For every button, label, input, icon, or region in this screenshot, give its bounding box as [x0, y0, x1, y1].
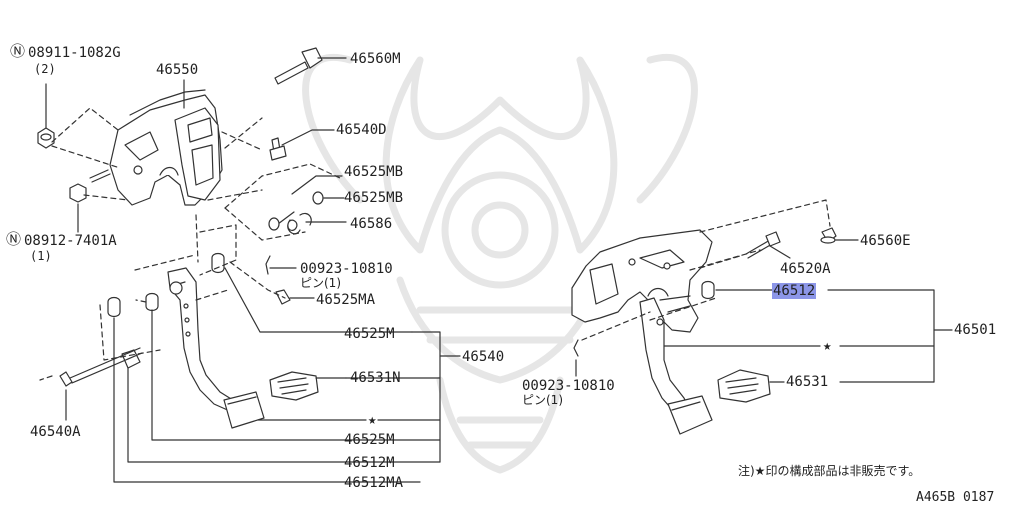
spring-46586	[277, 211, 312, 235]
bolt-46560M	[274, 47, 323, 85]
label-46531N: 46531N	[350, 370, 401, 386]
label-pin-right: ピン(1)	[522, 393, 563, 407]
label-46525MB-1: 46525MB	[344, 164, 404, 180]
nut-08911	[37, 127, 55, 149]
bushing-46525MB	[268, 191, 324, 231]
clip-46512MA	[121, 349, 141, 369]
bolt-46540D	[269, 137, 287, 161]
pin-00923-left	[265, 255, 271, 275]
n-mark-symbol: Ⓝ	[10, 42, 26, 60]
samurai-helmet-crest-watermark	[302, 54, 698, 474]
figure-code: A465B 0187	[916, 490, 995, 505]
label-46525MB-2: 46525MB	[344, 190, 404, 206]
label-pin-left: ピン(1)	[300, 276, 341, 290]
label-08912-7401A: 08912-7401A	[24, 233, 117, 249]
clutch-pedal-46540	[167, 267, 265, 429]
label-00923-10810-right: 00923-10810	[522, 378, 615, 394]
pin-00923-right	[573, 339, 579, 357]
footnote-not-for-sale: 注)★印の構成部品は非販売です。	[738, 464, 921, 478]
label-46525M-2: 46525M	[344, 432, 395, 448]
leader-lines-right	[575, 239, 953, 383]
label-08911-1082G: 08911-1082G	[28, 45, 121, 61]
label-00923-10810-left: 00923-10810	[300, 261, 393, 277]
assembly-lines-left	[39, 107, 341, 381]
bushing-46512	[701, 280, 715, 300]
label-08912-qty: (1)	[30, 249, 52, 263]
label-46540: 46540	[462, 349, 505, 365]
label-46525MA: 46525MA	[316, 292, 376, 308]
label-46540A: 46540A	[30, 424, 81, 440]
label-46512M: 46512M	[344, 455, 395, 471]
label-46586: 46586	[350, 216, 393, 232]
label-08911-qty: (2)	[34, 62, 56, 76]
bolt-46540A	[59, 347, 143, 387]
pedal-pad-46531N	[269, 371, 319, 401]
label-46560E: 46560E	[860, 233, 911, 249]
bracket-46550	[109, 89, 223, 206]
label-46512MA: 46512MA	[344, 475, 404, 491]
label-46531: 46531	[786, 374, 829, 390]
star-mark-right: ★	[823, 338, 832, 354]
bushing-46525M	[145, 252, 225, 312]
bracket-46501	[571, 229, 713, 333]
label-46560M: 46560M	[350, 51, 401, 67]
label-46520A: 46520A	[780, 261, 831, 277]
label-46540D: 46540D	[336, 122, 387, 138]
pin-46512M	[107, 296, 121, 318]
label-46512-highlighted: 46512	[772, 283, 817, 299]
bolt-08912	[69, 169, 111, 203]
leader-lines-left	[45, 57, 461, 483]
bolt-46520A	[745, 231, 781, 259]
label-46550: 46550	[156, 62, 199, 78]
n-mark-symbol-2: Ⓝ	[6, 230, 22, 248]
clip-46560E	[820, 227, 837, 244]
label-46501: 46501	[954, 322, 997, 338]
label-46525M-1: 46525M	[344, 326, 395, 342]
pedal-pad-46531	[717, 369, 771, 403]
assembly-lines-right	[581, 199, 831, 341]
star-mark-left: ★	[368, 412, 377, 428]
